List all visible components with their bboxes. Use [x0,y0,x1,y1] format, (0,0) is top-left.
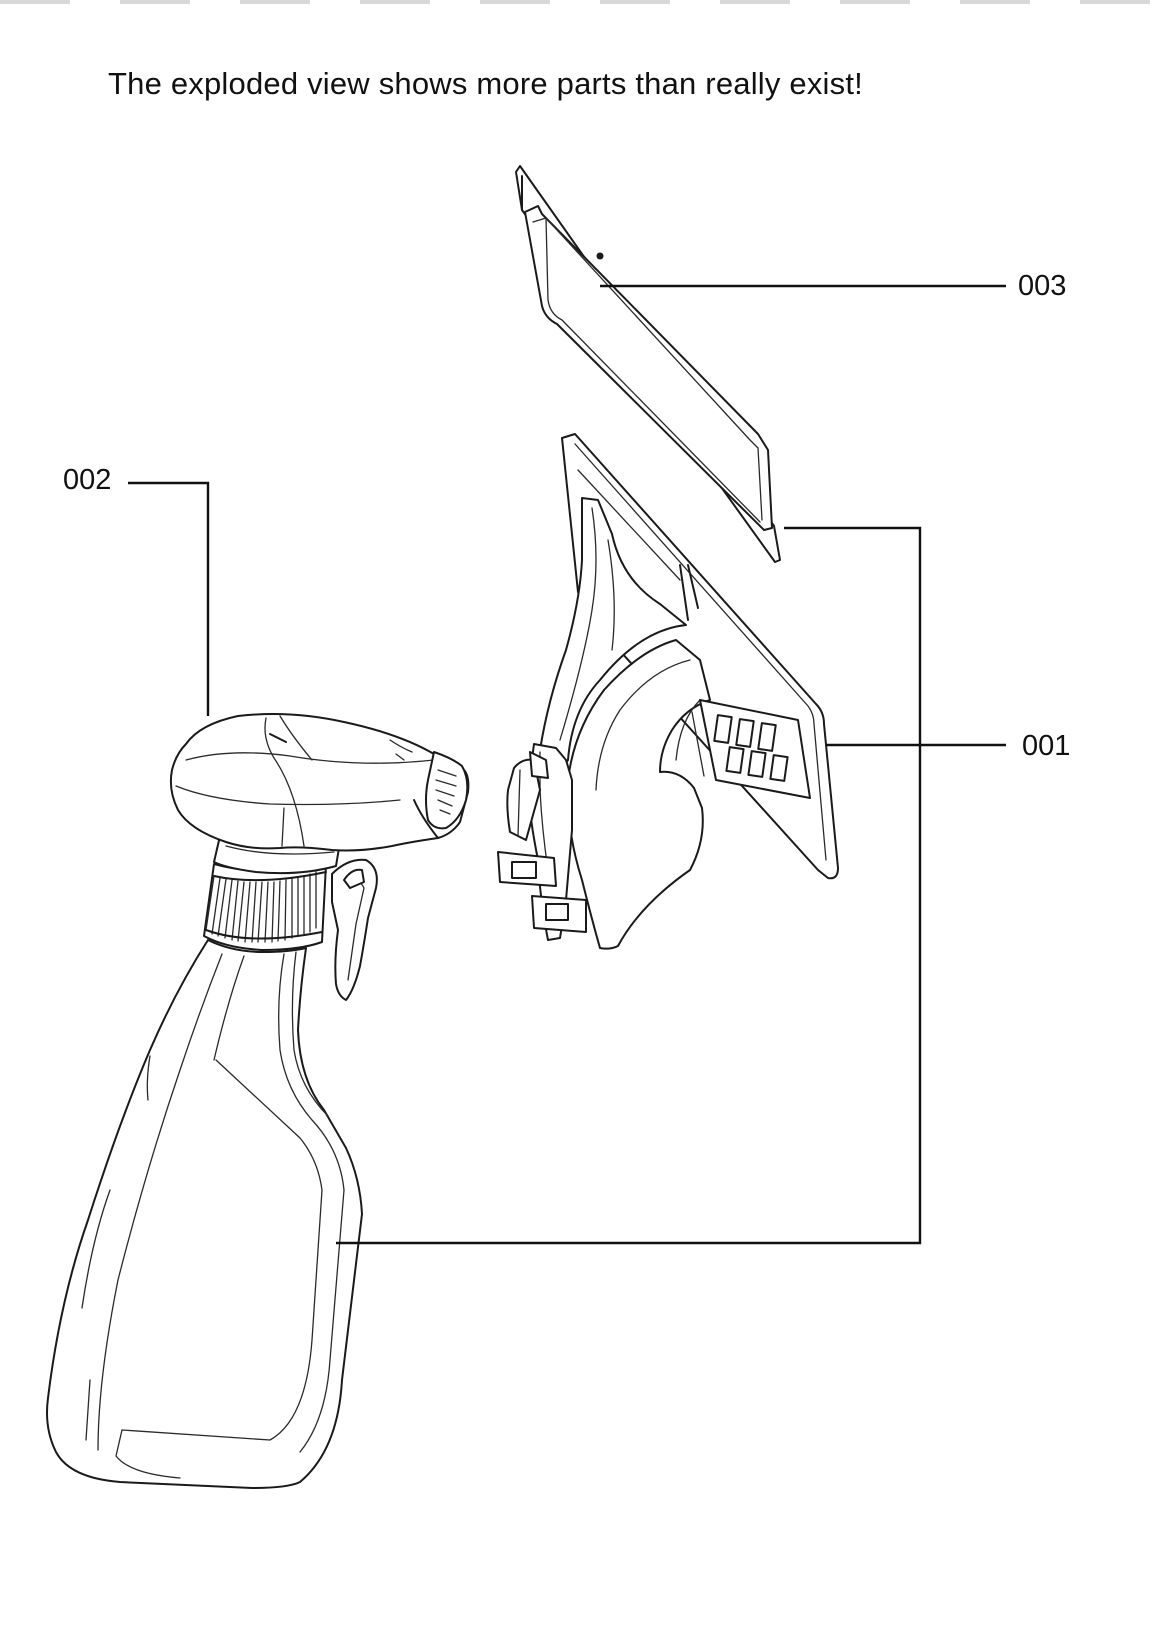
leader-lines [128,284,1006,1245]
leader-line-group [336,526,922,1245]
pad-frame-part [515,165,781,563]
diagram-caption: The exploded view shows more parts than … [108,66,863,101]
part-label-002: 002 [63,464,112,496]
part-label-003: 003 [1018,270,1067,302]
page-top-rule [0,0,1162,4]
leader-line-002 [128,481,210,716]
part-label-001: 001 [1022,730,1071,762]
spray-bottle-part [46,713,470,1489]
wiper-head-part [497,433,839,950]
